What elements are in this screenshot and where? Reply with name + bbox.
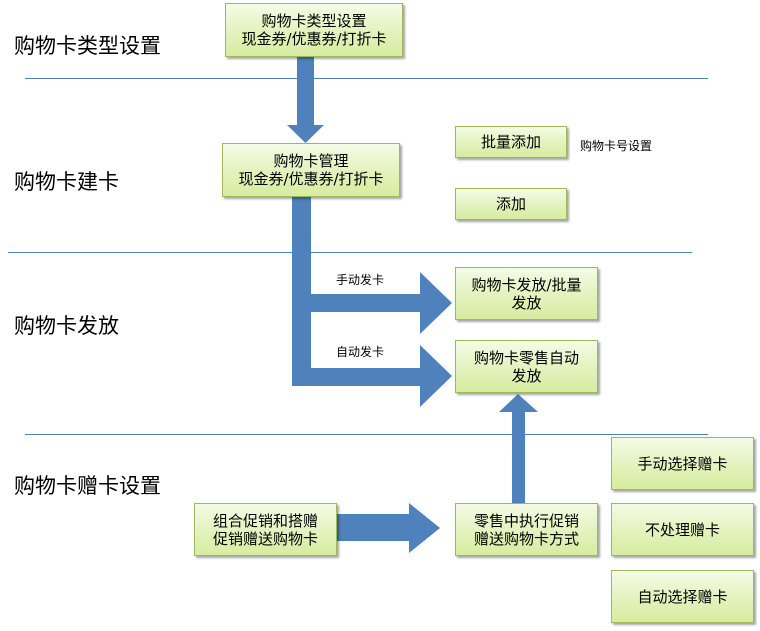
node-line: 购物卡类型设置 [261,12,367,30]
node-line: 购物卡管理 [273,152,349,170]
node-line: 发放 [511,366,542,385]
stage-separator [25,78,708,79]
stage-label-issue: 购物卡发放 [14,314,119,338]
arrow-retail-promo-to-auto [499,394,538,503]
node-line: 现金券/优惠券/打折卡 [238,170,384,188]
node-promo-gift[interactable]: 组合促销和搭赠促销赠送购物卡 [194,503,337,556]
node-type-setup[interactable]: 购物卡类型设置现金券/优惠券/打折卡 [225,3,403,57]
arrow-type-to-mgmt [287,56,324,143]
stage-label-create: 购物卡建卡 [14,170,119,194]
node-line: 不处理赠卡 [644,520,720,539]
node-line: 发放 [511,293,542,312]
node-no-handle[interactable]: 不处理赠卡 [611,503,754,556]
node-line: 现金券/优惠券/打折卡 [241,30,387,48]
annotation-card-no-setup: 购物卡号设置 [580,139,653,153]
node-line: 添加 [495,195,526,213]
node-auto-select[interactable]: 自动选择赠卡 [611,570,754,623]
stage-label-type-setup: 购物卡类型设置 [14,34,161,58]
arrow-promo-to-retail [336,503,440,553]
node-card-mgmt[interactable]: 购物卡管理现金券/优惠券/打折卡 [222,143,400,197]
node-line: 购物卡发放/批量 [471,275,582,294]
node-add[interactable]: 添加 [455,188,567,220]
stage-label-gift: 购物卡赠卡设置 [14,474,161,498]
annotation-auto-issue: 自动发卡 [336,345,385,359]
node-line: 零售中执行促销 [473,511,579,530]
node-line: 购物卡零售自动 [473,348,579,367]
node-retail-promo[interactable]: 零售中执行促销赠送购物卡方式 [455,503,598,556]
node-line: 批量添加 [480,133,541,151]
stage-separator [25,434,708,435]
stage-separator [8,252,692,253]
node-line: 促销赠送购物卡 [212,529,318,548]
annotation-manual-issue: 手动发卡 [336,273,385,287]
node-issue-batch[interactable]: 购物卡发放/批量发放 [455,267,598,320]
node-retail-auto[interactable]: 购物卡零售自动发放 [455,340,598,393]
node-line: 手动选择赠卡 [637,454,728,473]
node-line: 自动选择赠卡 [637,587,728,606]
arrow-mgmt-trunk [292,197,452,407]
node-line: 赠送购物卡方式 [473,529,579,548]
node-manual-select[interactable]: 手动选择赠卡 [611,437,754,490]
node-batch-add[interactable]: 批量添加 [455,126,567,158]
node-line: 组合促销和搭赠 [212,511,318,530]
